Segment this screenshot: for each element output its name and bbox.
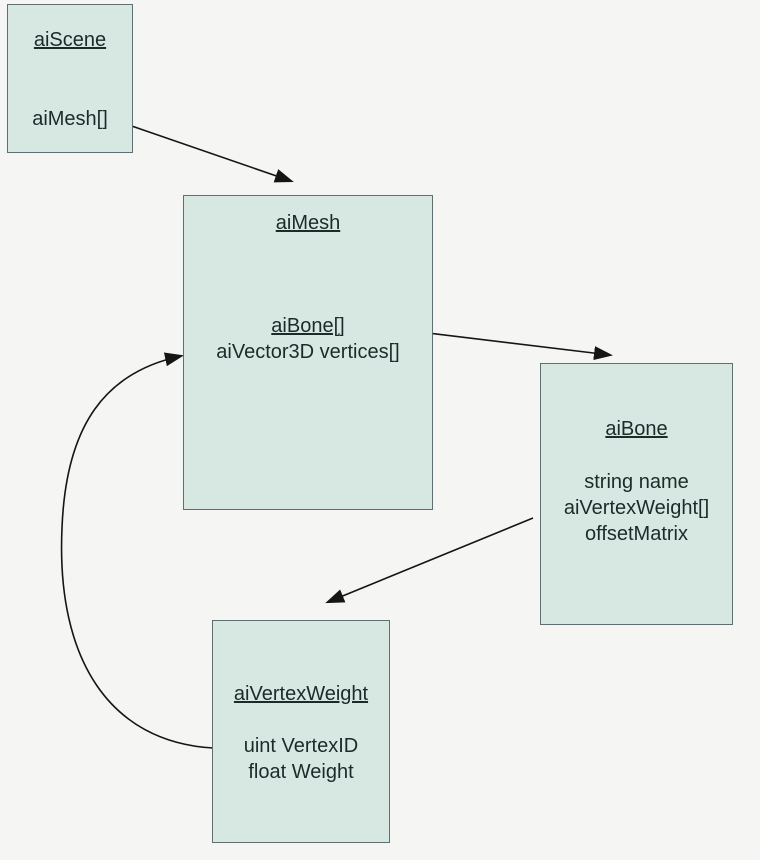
node-aiscene: aiScene aiMesh[] <box>7 4 133 153</box>
field-aivertexweight-array: aiVertexWeight[] <box>563 497 710 519</box>
node-aivertexweight-title: aiVertexWeight <box>233 683 369 705</box>
node-aibone-fields: string name aiVertexWeight[] offsetMatri… <box>541 469 732 547</box>
node-aibone: aiBone string name aiVertexWeight[] offs… <box>540 363 733 625</box>
node-aiscene-title: aiScene <box>33 29 107 51</box>
node-aibone-title: aiBone <box>605 418 668 440</box>
field-aimesh-array: aiMesh[] <box>32 108 108 130</box>
field-offsetmatrix: offsetMatrix <box>585 523 688 545</box>
node-aivertexweight-fields: uint VertexID float Weight <box>213 733 389 785</box>
node-aiscene-fields: aiMesh[] <box>8 106 132 132</box>
edge-aiscene-to-aimesh <box>122 122 294 183</box>
node-aimesh: aiMesh aiBone[] aiVector3D vertices[] <box>183 195 433 510</box>
edge-aibone-to-aivertexweight <box>325 517 534 604</box>
field-vertices-array: aiVector3D vertices[] <box>216 341 400 363</box>
node-aimesh-title: aiMesh <box>275 212 341 234</box>
node-aimesh-fields: aiBone[] aiVector3D vertices[] <box>184 313 432 365</box>
field-string-name: string name <box>584 471 689 493</box>
node-aivertexweight: aiVertexWeight uint VertexID float Weigh… <box>212 620 390 843</box>
field-uint-vertexid: uint VertexID <box>243 735 359 757</box>
field-float-weight: float Weight <box>248 761 354 783</box>
field-aibone-array: aiBone[] <box>271 315 345 337</box>
